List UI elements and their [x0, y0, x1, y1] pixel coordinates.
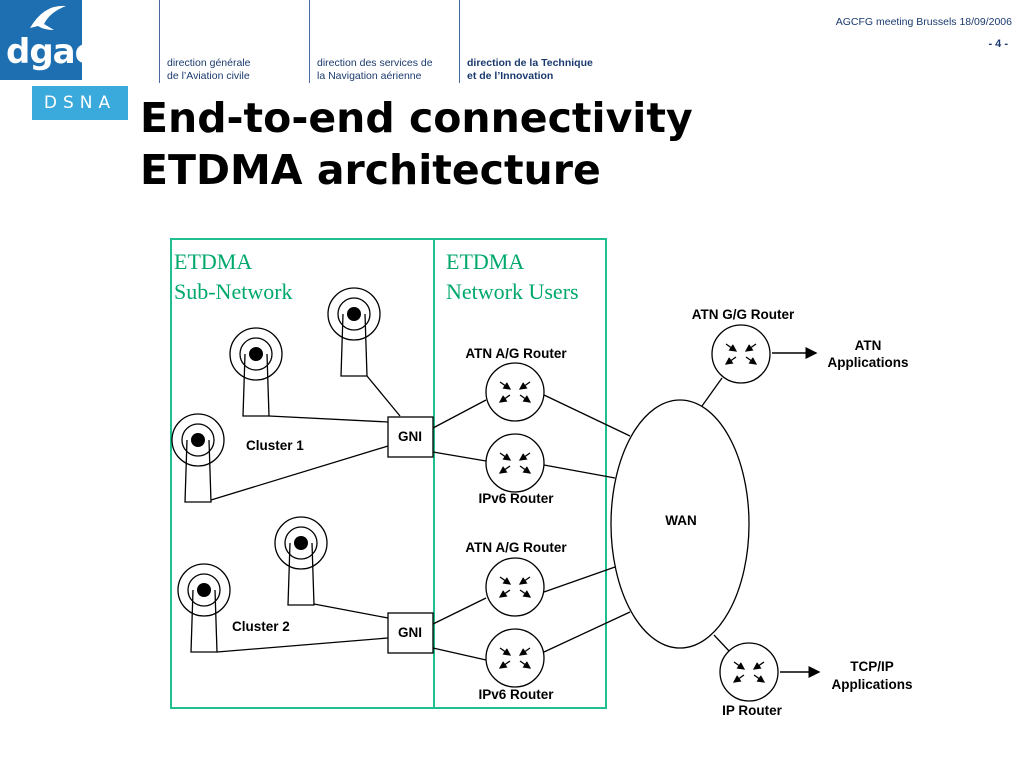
atn-ag-router-1-label: ATN A/G Router [465, 346, 567, 361]
direction-dti: direction de la Technique et de l’Innova… [467, 57, 593, 82]
antenna-icon [229, 327, 283, 417]
connection-lines [210, 375, 731, 661]
dsna-logo-text: DSNA [43, 93, 117, 113]
router-icon [720, 643, 778, 701]
meeting-info: AGCFG meeting Brussels 18/09/2006 [835, 16, 1012, 28]
header-divider [459, 0, 460, 83]
wan-cloud [610, 399, 750, 649]
ip-router-label: IP Router [722, 703, 783, 718]
tcpip-apps-label-1: TCP/IP [850, 659, 894, 674]
network-users-box [433, 238, 607, 709]
ipv6-router-2-label: IPv6 Router [478, 687, 554, 702]
gni-box-2 [387, 612, 434, 654]
ipv6-router-1-label: IPv6 Router [478, 491, 554, 506]
atn-apps-label-2: Applications [827, 355, 908, 370]
wan-label: WAN [665, 513, 697, 528]
sub-network-label-1: ETDMA [174, 249, 252, 274]
antenna-icon [327, 287, 381, 377]
atn-ag-router-2-label: ATN A/G Router [465, 540, 567, 555]
cluster-2-label: Cluster 2 [232, 619, 290, 634]
page-number: - 4 - [988, 38, 1008, 50]
network-users-label-2: Network Users [446, 279, 579, 304]
logo-text: dgac [6, 32, 95, 72]
router-icon [486, 558, 544, 616]
header-divider [159, 0, 160, 83]
gni-box-1 [387, 416, 434, 458]
sub-network-label-2: Sub-Network [174, 279, 293, 304]
antenna-icon [171, 413, 225, 503]
atn-apps-label-1: ATN [855, 338, 882, 353]
network-users-label-1: ETDMA [446, 249, 524, 274]
router-icon [486, 629, 544, 687]
dsna-logo: DSNA [32, 86, 128, 120]
slide-title: End-to-end connectivity ETDMA architectu… [140, 92, 693, 196]
cluster-1-label: Cluster 1 [246, 438, 304, 453]
airplane-logo-icon [30, 5, 66, 30]
gni-2-label: GNI [398, 625, 422, 640]
antenna-icon [274, 516, 328, 606]
direction-dsna: direction des services de la Navigation … [317, 57, 433, 82]
atn-gg-router-label: ATN G/G Router [692, 307, 795, 322]
header-divider [309, 0, 310, 83]
router-icon [712, 325, 770, 383]
dgac-logo: dgac [0, 0, 95, 80]
antenna-icon [177, 563, 231, 653]
tcpip-apps-label-2: Applications [831, 677, 912, 692]
router-icon [486, 434, 544, 492]
title-line-2: ETDMA architecture [140, 146, 601, 194]
direction-dgac: direction générale de l’Aviation civile [167, 57, 251, 82]
gni-1-label: GNI [398, 429, 422, 444]
title-line-1: End-to-end connectivity [140, 94, 693, 142]
router-icon [486, 363, 544, 421]
